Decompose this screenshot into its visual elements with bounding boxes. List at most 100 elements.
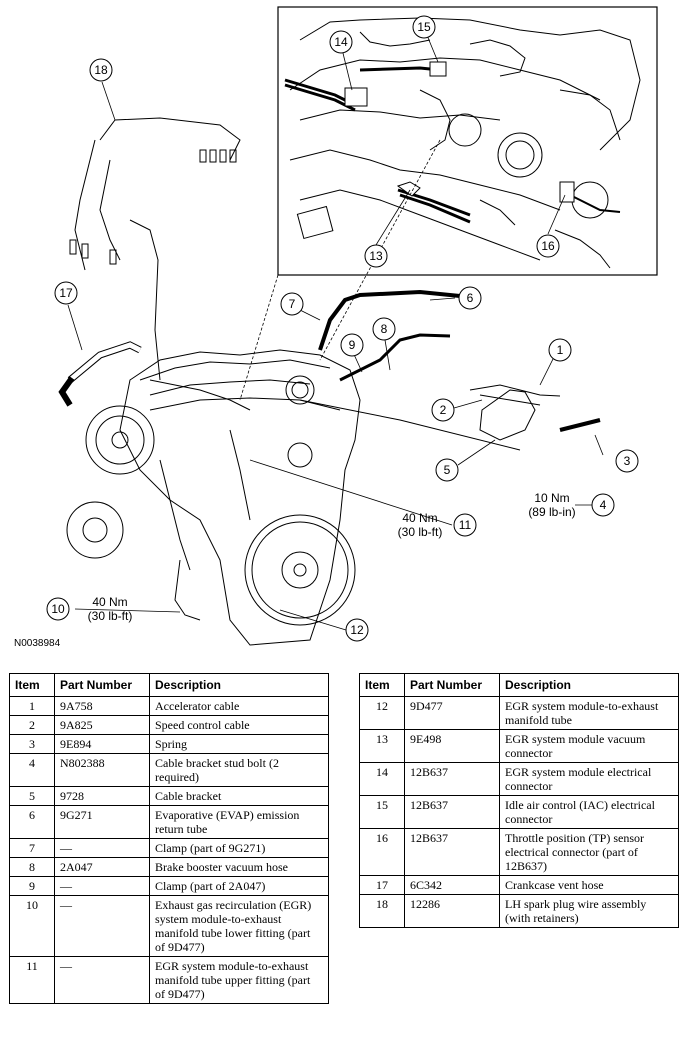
part-number-cell: 9G271 xyxy=(54,805,150,839)
part-number-cell: — xyxy=(54,838,150,858)
description-cell: Crankcase vent hose xyxy=(499,875,679,895)
item-cell: 9 xyxy=(9,876,55,896)
main-engine-sketch xyxy=(58,117,601,646)
part-number-cell: 2A047 xyxy=(54,857,150,877)
part-number-cell: 12B637 xyxy=(404,795,500,829)
svg-text:14: 14 xyxy=(334,35,348,49)
part-number-cell: 9A758 xyxy=(54,696,150,716)
callout-2: 2 xyxy=(431,398,455,422)
part-number-cell: N802388 xyxy=(54,753,150,787)
svg-text:12: 12 xyxy=(350,623,364,637)
item-cell: 14 xyxy=(359,762,405,796)
svg-text:2: 2 xyxy=(440,403,447,417)
svg-text:10 Nm: 10 Nm xyxy=(534,491,569,505)
inset-engine-sketch xyxy=(284,17,641,269)
table-row: 9—Clamp (part of 2A047) xyxy=(9,876,329,896)
item-cell: 12 xyxy=(359,696,405,730)
svg-text:4: 4 xyxy=(600,498,607,512)
svg-text:5: 5 xyxy=(444,463,451,477)
item-cell: 6 xyxy=(9,805,55,839)
part-number-cell: 9E894 xyxy=(54,734,150,754)
part-number-cell: 9D477 xyxy=(404,696,500,730)
description-cell: EGR system module-to-exhaust manifold tu… xyxy=(499,696,679,730)
header-part-number: Part Number xyxy=(54,673,150,697)
part-number-cell: 12B637 xyxy=(404,762,500,796)
callout-15: 15 xyxy=(412,15,436,39)
item-cell: 11 xyxy=(9,956,55,1004)
callout-12: 12 xyxy=(345,618,369,642)
description-cell: Idle air control (IAC) electrical connec… xyxy=(499,795,679,829)
callout-11: 11 xyxy=(453,513,477,537)
svg-text:(30 lb-ft): (30 lb-ft) xyxy=(398,525,443,539)
item-cell: 8 xyxy=(9,857,55,877)
description-cell: Clamp (part of 2A047) xyxy=(149,876,329,896)
table-row: 11—EGR system module-to-exhaust manifold… xyxy=(9,956,329,1004)
callout-16: 16 xyxy=(536,234,560,258)
part-number-cell: — xyxy=(54,876,150,896)
header-item: Item xyxy=(9,673,55,697)
description-cell: Clamp (part of 9G271) xyxy=(149,838,329,858)
description-cell: LH spark plug wire assembly (with retain… xyxy=(499,894,679,928)
header-description: Description xyxy=(499,673,679,697)
svg-text:17: 17 xyxy=(59,286,73,300)
part-number-cell: 12286 xyxy=(404,894,500,928)
svg-text:15: 15 xyxy=(417,20,431,34)
description-cell: Throttle position (TP) sensor electrical… xyxy=(499,828,679,876)
engine-diagram: 1 2 3 4 5 6 7 8 9 10 11 12 13 14 15 16 1… xyxy=(14,6,658,649)
description-cell: Cable bracket stud bolt (2 required) xyxy=(149,753,329,787)
item-cell: 5 xyxy=(9,786,55,806)
part-number-cell: 9A825 xyxy=(54,715,150,735)
callout-18: 18 xyxy=(89,58,113,82)
item-cell: 16 xyxy=(359,828,405,876)
callout-14: 14 xyxy=(329,30,353,54)
item-cell: 4 xyxy=(9,753,55,787)
callout-3: 3 xyxy=(615,449,639,473)
item-cell: 7 xyxy=(9,838,55,858)
callout-17: 17 xyxy=(54,281,78,305)
item-cell: 17 xyxy=(359,875,405,895)
item-cell: 1 xyxy=(9,696,55,716)
svg-text:10: 10 xyxy=(51,602,65,616)
table-row: 10—Exhaust gas recirculation (EGR) syste… xyxy=(9,895,329,957)
header-description: Description xyxy=(149,673,329,697)
part-number-cell: 6C342 xyxy=(404,875,500,895)
svg-text:40 Nm: 40 Nm xyxy=(402,511,437,525)
svg-text:11: 11 xyxy=(459,518,472,532)
svg-text:(30 lb-ft): (30 lb-ft) xyxy=(88,609,133,623)
callout-circles: 1 2 3 4 5 6 7 8 9 10 11 12 13 14 15 16 1… xyxy=(46,15,639,642)
callout-13: 13 xyxy=(364,244,388,268)
svg-text:40 Nm: 40 Nm xyxy=(92,595,127,609)
description-cell: EGR system module electrical connector xyxy=(499,762,679,796)
svg-text:8: 8 xyxy=(381,322,388,336)
callout-4: 4 xyxy=(591,493,615,517)
description-cell: Evaporative (EVAP) emission return tube xyxy=(149,805,329,839)
description-cell: EGR system module vacuum connector xyxy=(499,729,679,763)
callout-7: 7 xyxy=(280,292,304,316)
part-number-cell: 9728 xyxy=(54,786,150,806)
callout-6: 6 xyxy=(458,286,482,310)
torque-spec-11: 40 Nm (30 lb-ft) xyxy=(398,511,443,539)
part-number-cell: — xyxy=(54,895,150,957)
part-number-cell: — xyxy=(54,956,150,1004)
svg-text:9: 9 xyxy=(349,338,356,352)
callout-8: 8 xyxy=(372,317,396,341)
item-cell: 15 xyxy=(359,795,405,829)
svg-text:16: 16 xyxy=(541,239,555,253)
item-cell: 18 xyxy=(359,894,405,928)
part-number-cell: 12B637 xyxy=(404,828,500,876)
item-cell: 10 xyxy=(9,895,55,957)
header-item: Item xyxy=(359,673,405,697)
description-cell: Exhaust gas recirculation (EGR) system m… xyxy=(149,895,329,957)
svg-text:1: 1 xyxy=(557,343,564,357)
callout-5: 5 xyxy=(435,458,459,482)
svg-text:6: 6 xyxy=(467,291,474,305)
